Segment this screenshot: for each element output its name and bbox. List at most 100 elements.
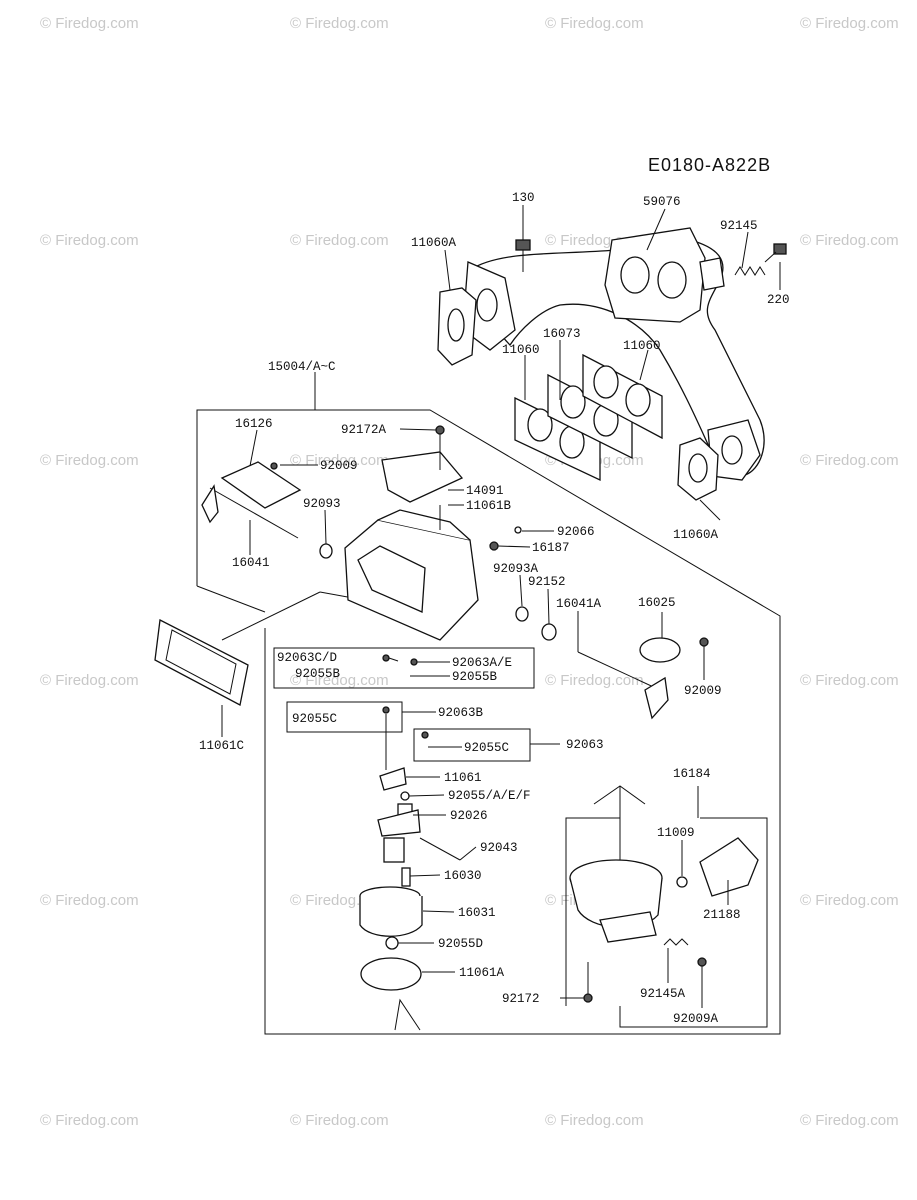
carburetor-top [377, 509, 471, 541]
jet-16030 [401, 867, 411, 887]
part-label: 16030 [444, 869, 482, 883]
part-label: 92152 [528, 575, 566, 589]
float-bowl-16031 [359, 896, 423, 937]
flange-port [620, 256, 650, 294]
outline-connector [221, 591, 321, 641]
part-label: 92009 [684, 684, 722, 698]
screw-92009a [697, 957, 707, 967]
gasket-hole [527, 408, 553, 442]
cylinder-flange-59076 [604, 227, 706, 323]
guide-line [394, 998, 421, 1031]
part-label: 16041 [232, 556, 270, 570]
watermark-text: © Firedog.com [40, 672, 139, 689]
leader-line [444, 249, 451, 291]
part-label: 16187 [532, 541, 570, 555]
manifold-boss [699, 257, 725, 291]
chamber-flange [599, 911, 657, 943]
o-ring-92055d [385, 936, 399, 950]
seal-92152 [541, 623, 557, 641]
part-label: 59076 [643, 195, 681, 209]
jet-92063ae [410, 658, 418, 666]
watermark-text: © Firedog.com [40, 1112, 139, 1129]
part-label: 92063C/D [277, 651, 337, 665]
leader-line [408, 794, 445, 797]
throttle-lever [644, 676, 669, 720]
bolt-shaft [764, 251, 777, 263]
part-labels: 130 59076 92145 11060A 220 16073 11060 1… [199, 191, 790, 1026]
part-label: 14091 [466, 484, 504, 498]
leader-line [699, 499, 721, 521]
leader-line [459, 846, 477, 861]
jet-92063cd [382, 654, 390, 662]
part-label: 92063A/E [452, 656, 512, 670]
watermark-text: © Firedog.com [800, 892, 899, 909]
bracket-14091 [381, 451, 464, 503]
insulator-hole [560, 385, 586, 419]
part-label: 16025 [638, 596, 676, 610]
part-label: 92055C [464, 741, 509, 755]
bolt-130 [515, 239, 531, 251]
leader-line [519, 574, 523, 607]
part-label: 130 [512, 191, 535, 205]
part-label: 16041A [556, 597, 602, 611]
gasket-11061c [154, 618, 249, 706]
watermark-text: © Firedog.com [545, 15, 644, 32]
watermark-text: © Firedog.com [800, 232, 899, 249]
leader-line [422, 910, 455, 913]
float-chamber-box-left [565, 817, 620, 1006]
watermark-text: © Firedog.com [40, 15, 139, 32]
gasket-11061c-inner [165, 629, 237, 695]
leader-line [249, 429, 258, 467]
part-label: 16126 [235, 417, 273, 431]
part-label: 15004/A~C [268, 360, 336, 374]
choke-shaft-16041 [209, 487, 299, 539]
jet-group-box [413, 728, 531, 762]
part-label: 92172 [502, 992, 540, 1006]
parts-drawing [154, 227, 787, 1003]
bolt-220 [773, 243, 787, 255]
plug-92066 [514, 526, 522, 534]
watermark-text: © Firedog.com [40, 452, 139, 469]
float-chamber-box-right [619, 817, 768, 1028]
part-label: 92093 [303, 497, 341, 511]
pin-92043 [419, 837, 461, 861]
carburetor-bore [357, 545, 426, 613]
part-label: 16031 [458, 906, 496, 920]
leader-lines [221, 205, 781, 1031]
watermark-text: © Firedog.com [40, 892, 139, 909]
gasket-hole [625, 383, 651, 417]
o-ring-92055 [400, 791, 410, 801]
screw-16187 [489, 541, 499, 551]
part-label: 16184 [673, 767, 711, 781]
part-label: 92055B [452, 670, 498, 684]
jet-group-box [273, 647, 535, 689]
part-label: 92055/A/E/F [448, 789, 531, 803]
leader-line [399, 428, 437, 431]
part-label: 11061 [444, 771, 482, 785]
leader-line [388, 657, 399, 662]
part-label: 220 [767, 293, 790, 307]
spring-92145 [734, 266, 766, 276]
watermark-text: © Firedog.com [290, 232, 389, 249]
part-label: 92063B [438, 706, 484, 720]
watermark-text: © Firedog.com [40, 232, 139, 249]
leader-line [547, 588, 550, 625]
part-label: 11060A [411, 236, 457, 250]
part-label: 92043 [480, 841, 518, 855]
part-label: 92055C [292, 712, 337, 726]
throttle-plate-16025 [639, 637, 681, 663]
screw-92009 [699, 637, 709, 647]
gasket-hole [688, 453, 708, 483]
leader-line [324, 509, 327, 545]
solenoid-21188 [699, 837, 759, 897]
gasket-11061a [360, 957, 422, 991]
choke-plate-16126 [220, 461, 302, 509]
part-label: 92009A [673, 1012, 719, 1026]
float-body [383, 837, 405, 863]
diagram-reference-code: E0180-A822B [648, 155, 771, 175]
gasket-hole [593, 365, 619, 399]
part-label: 92145A [640, 987, 686, 1001]
leader-line [646, 208, 666, 251]
